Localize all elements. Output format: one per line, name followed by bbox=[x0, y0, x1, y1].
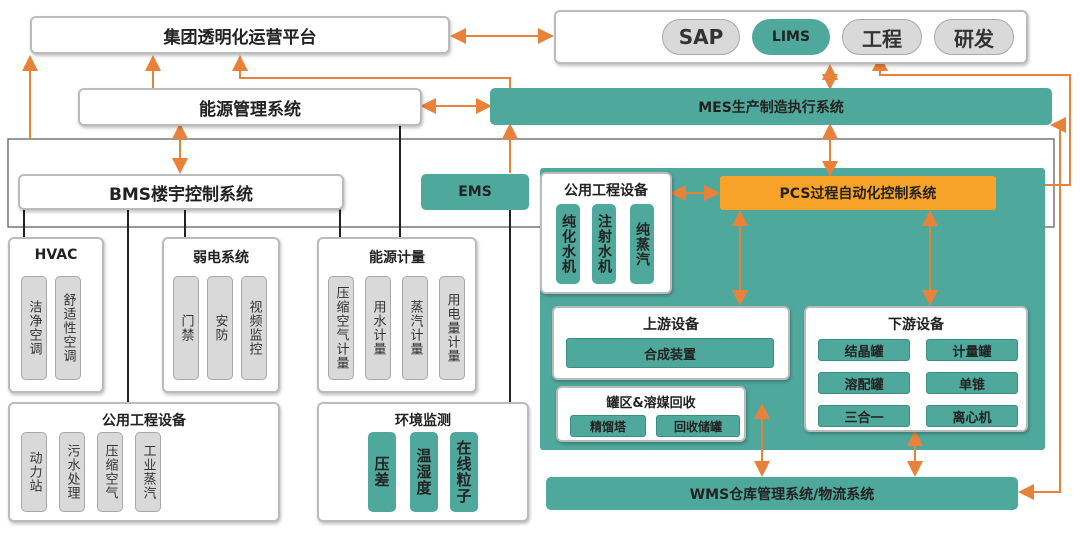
utilities-left-item: 压缩空气 bbox=[97, 432, 123, 512]
lims-pill: LIMS bbox=[752, 19, 830, 55]
downstream-item: 溶配罐 bbox=[818, 372, 910, 394]
hvac-title: HVAC bbox=[34, 247, 78, 263]
env-monitor-item: 在线粒子 bbox=[450, 432, 478, 512]
downstream-item: 单锥 bbox=[926, 372, 1018, 394]
engineering-label: 工程 bbox=[862, 26, 902, 51]
upstream-title: 上游设备 bbox=[643, 317, 699, 333]
tank-item: 精馏塔 bbox=[570, 415, 646, 437]
downstream-title: 下游设备 bbox=[888, 317, 944, 333]
energy-meter-item: 蒸汽计量 bbox=[402, 276, 428, 380]
engineering-pill: 工程 bbox=[842, 19, 922, 55]
hvac-item: 舒适性空调 bbox=[55, 276, 81, 380]
weak-current-title: 弱电系统 bbox=[193, 250, 249, 266]
energy-mgmt-label: 能源管理系统 bbox=[199, 99, 301, 120]
utilities-left-title: 公用工程设备 bbox=[102, 413, 186, 429]
utilities-left-item: 动力站 bbox=[21, 432, 47, 512]
wms-box: WMS仓库管理系统/物流系统 bbox=[546, 477, 1018, 510]
downstream-item: 离心机 bbox=[926, 405, 1018, 427]
energy-meter-title: 能源计量 bbox=[369, 250, 425, 266]
sap-label: SAP bbox=[678, 25, 724, 49]
hvac-item: 洁净空调 bbox=[21, 276, 47, 380]
pcs-box: PCS过程自动化控制系统 bbox=[720, 176, 996, 210]
utilities-right-item: 注射水机 bbox=[592, 204, 616, 284]
energy-meter-item: 压缩空气计量 bbox=[328, 276, 354, 380]
env-monitor-item: 压差 bbox=[368, 432, 396, 512]
platform-box: 集团透明化运营平台 bbox=[30, 16, 450, 54]
utilities-right-item: 纯化水机 bbox=[556, 204, 580, 284]
utilities-left-item: 工业蒸汽 bbox=[135, 432, 161, 512]
downstream-item: 三合一 bbox=[818, 405, 910, 427]
mes-label: MES生产制造执行系统 bbox=[698, 99, 844, 116]
pcs-label: PCS过程自动化控制系统 bbox=[779, 186, 937, 202]
bms-label: BMS楼宇控制系统 bbox=[108, 184, 254, 205]
upstream-item: 合成装置 bbox=[566, 338, 774, 368]
ems-label: EMS bbox=[458, 184, 492, 200]
weak-current-item: 安防 bbox=[207, 276, 233, 380]
tank-item: 回收储罐 bbox=[656, 415, 740, 437]
platform-label: 集团透明化运营平台 bbox=[163, 27, 317, 48]
utilities-right-title: 公用工程设备 bbox=[564, 183, 648, 199]
ems-box: EMS bbox=[421, 174, 529, 210]
downstream-item: 计量罐 bbox=[926, 339, 1018, 361]
energy-meter-item: 用电量计量 bbox=[439, 276, 465, 380]
lims-label: LIMS bbox=[771, 29, 811, 45]
bms-box: BMS楼宇控制系统 bbox=[18, 174, 344, 210]
downstream-item: 结晶罐 bbox=[818, 339, 910, 361]
sap-pill: SAP bbox=[662, 19, 740, 55]
energy-meter-item: 用水计量 bbox=[365, 276, 391, 380]
rnd-label: 研发 bbox=[954, 26, 994, 51]
env-monitor-title: 环境监测 bbox=[395, 413, 451, 429]
weak-current-item: 视频监控 bbox=[241, 276, 267, 380]
mes-box: MES生产制造执行系统 bbox=[490, 88, 1052, 125]
energy-mgmt-box: 能源管理系统 bbox=[78, 88, 422, 126]
env-monitor-item: 温湿度 bbox=[410, 432, 438, 512]
weak-current-item: 门禁 bbox=[173, 276, 199, 380]
wms-label: WMS仓库管理系统/物流系统 bbox=[689, 486, 875, 503]
utilities-left-item: 污水处理 bbox=[59, 432, 85, 512]
rnd-pill: 研发 bbox=[934, 19, 1014, 55]
tank-title: 罐区&溶媒回收 bbox=[606, 396, 696, 411]
utilities-right-item: 纯蒸汽 bbox=[630, 204, 654, 284]
